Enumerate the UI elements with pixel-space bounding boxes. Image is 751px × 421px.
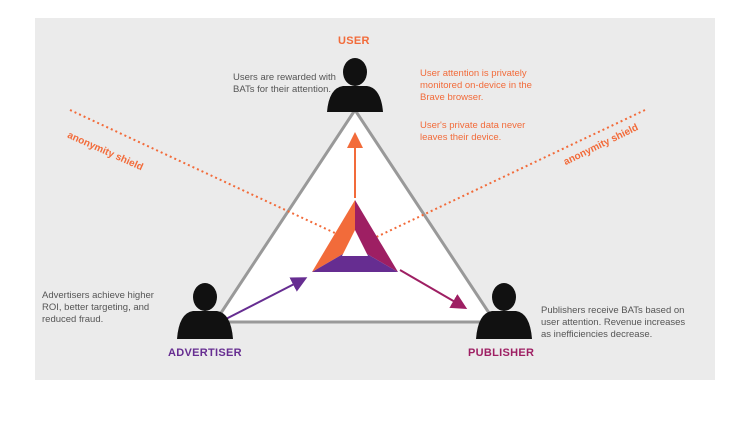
user-privacy-note: User's private data never leaves their d… bbox=[420, 120, 526, 143]
role-user-label: USER bbox=[338, 35, 370, 47]
user-attention-note: User attention is privately monitored on… bbox=[420, 68, 532, 103]
shield-line-right bbox=[369, 109, 646, 241]
shield-line-left bbox=[69, 109, 351, 241]
advertiser-note: Advertisers achieve higher ROI, better t… bbox=[42, 290, 154, 325]
arrow-to-publisher bbox=[399, 269, 468, 310]
publisher-note: Publishers receive BATs based on user at… bbox=[541, 305, 686, 340]
person-icon-user bbox=[327, 58, 383, 112]
person-icon-advertiser bbox=[177, 283, 233, 339]
bat-logo-icon bbox=[312, 200, 398, 272]
arrow-from-advertiser bbox=[219, 277, 308, 323]
role-publisher-label: PUBLISHER bbox=[468, 347, 535, 359]
person-icon-publisher bbox=[476, 283, 532, 339]
role-advertiser-label: ADVERTISER bbox=[168, 347, 242, 359]
user-reward-note: Users are rewarded with BATs for their a… bbox=[233, 72, 336, 95]
